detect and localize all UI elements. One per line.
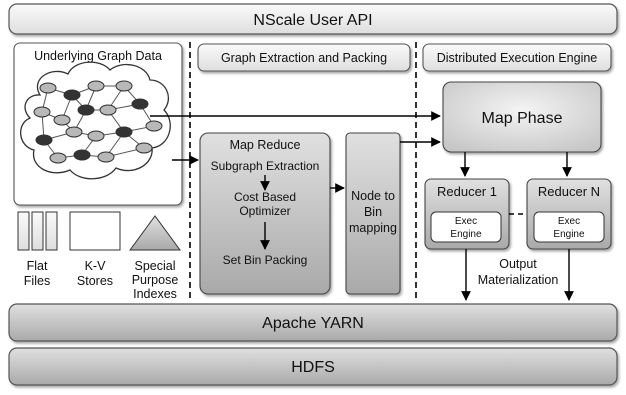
user-api-label: NScale User API	[253, 12, 372, 29]
output-label-line2: Materialization	[478, 273, 559, 287]
cost-optimizer-step-line2: Optimizer	[239, 204, 290, 218]
user-api-layer: NScale User API	[8, 3, 618, 35]
reducer-1-box: Reducer 1 Exec Engine	[424, 178, 510, 250]
engine-section-header: Distributed Execution Engine	[422, 43, 612, 72]
graph-node	[145, 120, 163, 132]
graph-node	[87, 80, 105, 92]
graph-node	[65, 126, 83, 138]
extraction-section-header: Graph Extraction and Packing	[197, 43, 411, 72]
subgraph-extraction-step: Subgraph Extraction	[211, 159, 320, 173]
node-to-bin-line1: Node to	[351, 189, 395, 203]
graph-node	[135, 142, 153, 154]
graph-node	[115, 126, 133, 138]
map-reduce-box: Map Reduce Subgraph Extraction Cost Base…	[199, 132, 331, 295]
yarn-layer: Apache YARN	[8, 303, 618, 342]
exec-engine-line1: Exec	[455, 216, 477, 227]
graph-nodes	[33, 80, 163, 164]
storage-label: Indexes	[133, 287, 177, 301]
kv-stores-icon	[69, 211, 121, 251]
graph-node	[35, 134, 53, 146]
exec-engine-line2: Engine	[553, 229, 585, 240]
hdfs-label: HDFS	[291, 359, 335, 376]
yarn-label: Apache YARN	[262, 315, 364, 332]
reducer-n-box: Reducer N Exec Engine	[526, 178, 612, 250]
reducer-1-label: Reducer 1	[437, 184, 497, 199]
map-phase-label: Map Phase	[482, 110, 563, 127]
exec-engine-line2: Engine	[450, 229, 482, 240]
graph-cloud	[20, 61, 171, 180]
graph-node	[99, 104, 117, 116]
graph-node	[39, 82, 57, 94]
output-label-line1: Output	[499, 257, 537, 271]
graph-node	[73, 149, 91, 161]
flat-files-icon	[17, 211, 58, 251]
node-to-bin-line2: Bin	[364, 205, 382, 219]
graph-node	[63, 89, 81, 101]
cost-optimizer-step-line1: Cost Based	[234, 190, 296, 204]
graph-node	[115, 80, 133, 92]
hdfs-layer: HDFS	[8, 347, 618, 386]
graph-node	[53, 114, 71, 126]
storage-label: K-V	[85, 259, 107, 273]
graph-node	[77, 104, 95, 116]
graph-node	[87, 130, 105, 142]
reducer-n-label: Reducer N	[538, 184, 600, 199]
graph-data-title: Underlying Graph Data	[34, 49, 162, 63]
engine-title: Distributed Execution Engine	[437, 51, 598, 65]
storage-label: Purpose	[132, 273, 179, 287]
map-reduce-title: Map Reduce	[230, 138, 301, 152]
node-to-bin-line3: mapping	[349, 221, 397, 235]
graph-node	[97, 151, 115, 163]
storage-label: Stores	[77, 274, 113, 288]
storage-label: Flat	[27, 259, 48, 273]
extraction-title: Graph Extraction and Packing	[221, 51, 387, 65]
node-to-bin-box: Node to Bin mapping	[345, 132, 401, 295]
reducer-n-exec-engine	[533, 211, 605, 243]
storage-label: Files	[24, 274, 50, 288]
storage-label: Special	[135, 259, 176, 273]
graph-node	[131, 98, 149, 110]
reducer-1-exec-engine	[430, 211, 502, 243]
map-phase-box: Map Phase	[442, 81, 602, 153]
exec-engine-line1: Exec	[558, 216, 580, 227]
special-indexes-icon	[129, 215, 181, 251]
graph-node	[33, 106, 51, 118]
bin-packing-step: Set Bin Packing	[223, 253, 308, 267]
graph-node	[49, 152, 67, 164]
storage-labels: Flat Files K-V Stores Special Purpose In…	[24, 259, 179, 301]
